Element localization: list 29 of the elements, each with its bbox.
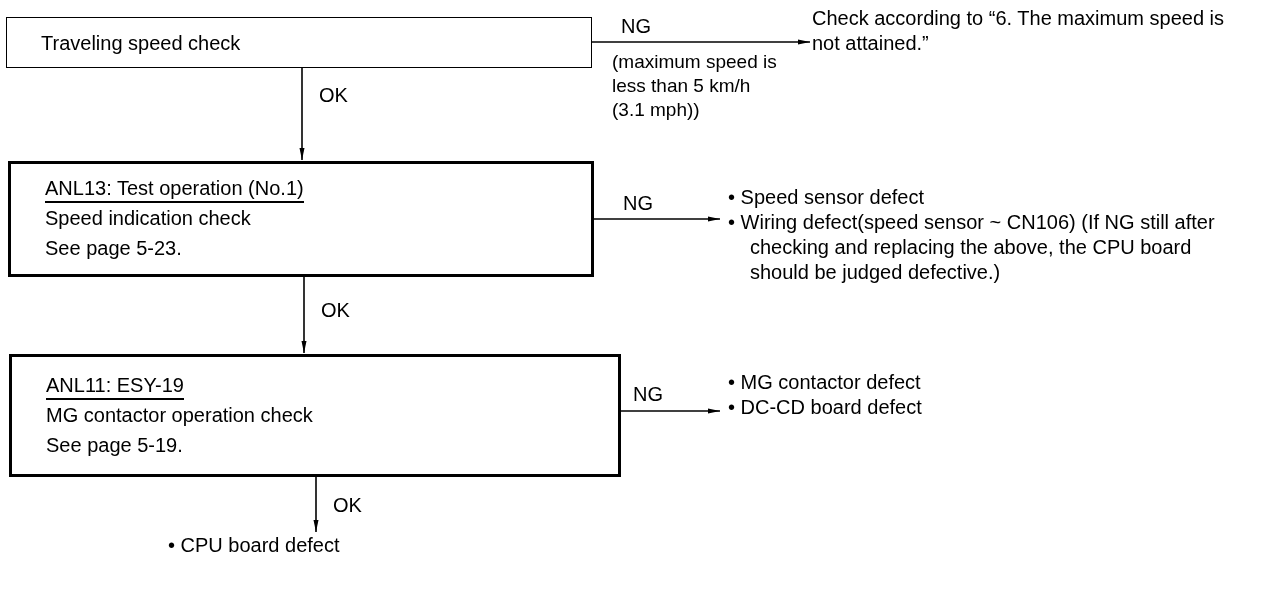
arrow [301, 276, 307, 354]
arrow [591, 39, 811, 45]
step-text: Speed indication check [45, 206, 252, 231]
result-item: • Speed sensor defect [727, 185, 925, 210]
process-box [6, 17, 592, 68]
condition-note: (maximum speed is less than 5 km/h (3.1 mph)) [612, 50, 777, 122]
edge-label: NG [620, 16, 652, 36]
step-text: See page 5-23. [45, 236, 183, 261]
step-heading: ANL11: ESY-19 [46, 371, 184, 400]
step-text: MG contactor operation check [46, 402, 314, 428]
result-item: • Wiring defect(speed sensor ~ CN106) (If NG still after checking and replacing the above, the CPU board should be judged defective.) [727, 210, 1216, 285]
process-box [9, 354, 621, 477]
edge-label: NG [622, 193, 654, 213]
result-item: • DC-CD board defect [727, 395, 923, 420]
edge-label: OK [318, 85, 349, 105]
step-text: See page 5-19. [46, 432, 184, 458]
result-item: • CPU board defect [167, 533, 341, 558]
step-heading: ANL13: Test operation (No.1) [45, 175, 304, 203]
arrow [299, 67, 305, 161]
result-text: Check according to “6. The maximum speed is not attained.” [812, 6, 1252, 56]
edge-label: NG [632, 384, 664, 404]
process-box [8, 161, 594, 277]
edge-label: OK [320, 300, 351, 320]
arrow [593, 216, 721, 222]
arrow [313, 476, 319, 533]
step-text: Traveling speed check [41, 30, 242, 56]
result-item: • MG contactor defect [727, 370, 922, 395]
edge-label: OK [332, 495, 363, 515]
arrow [620, 408, 721, 414]
